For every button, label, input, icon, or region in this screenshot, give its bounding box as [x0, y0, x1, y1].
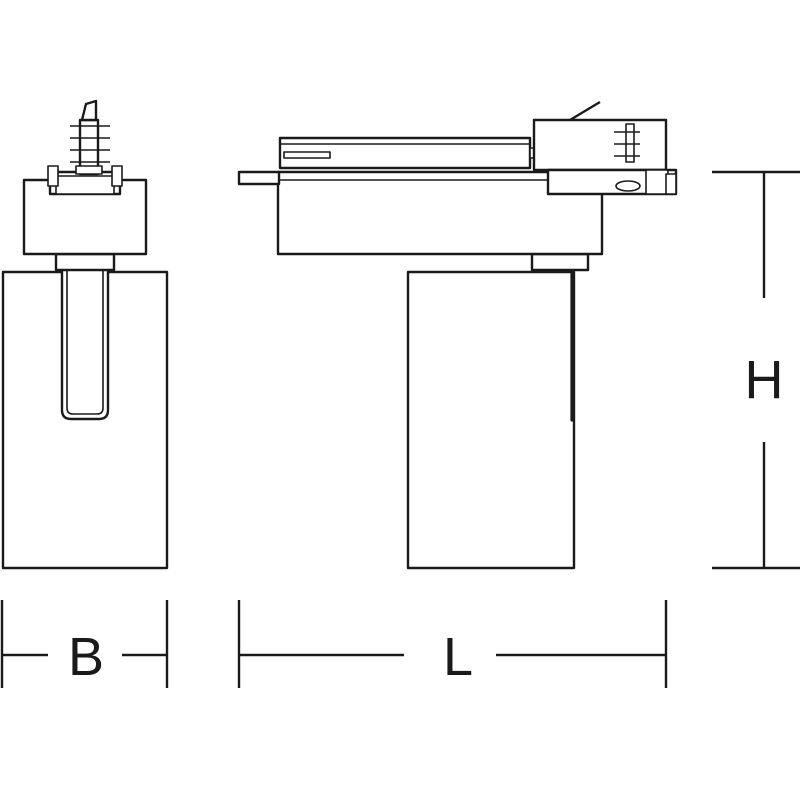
side-collar — [530, 252, 590, 272]
side-view — [237, 100, 678, 570]
side-lever — [569, 100, 601, 122]
dimension-height: H — [712, 170, 800, 570]
side-adapter-slot — [283, 151, 331, 159]
front-clip-right — [111, 165, 123, 187]
dim-b-label: B — [68, 627, 104, 687]
front-arm — [60, 270, 110, 421]
front-clip-left — [47, 165, 59, 187]
dimension-width: B — [0, 600, 169, 688]
side-lamp-body — [406, 270, 576, 570]
front-contact-tip — [80, 99, 98, 122]
dim-l-label: L — [443, 627, 473, 687]
side-bracket-tab — [665, 173, 677, 195]
side-clip-left — [237, 170, 281, 186]
front-adapter-plate-inner — [55, 175, 115, 195]
front-contact-base — [75, 165, 103, 175]
dim-h-label: H — [745, 350, 784, 410]
front-collar — [54, 252, 116, 272]
side-contact-post — [625, 123, 635, 163]
front-arm-inner — [66, 270, 104, 415]
front-view — [1, 99, 169, 570]
side-bracket-hole — [615, 180, 641, 192]
side-adapter-right — [532, 118, 668, 172]
dimension-length: L — [237, 600, 668, 688]
side-bracket-end — [645, 169, 669, 195]
